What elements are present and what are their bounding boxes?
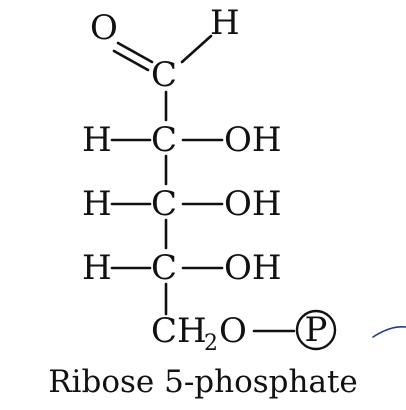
aldehyde-hydrogen-atom: H [210, 3, 240, 43]
carbonyl-double-bond-2 [112, 49, 150, 72]
phosphate-symbol: P [305, 310, 328, 350]
caption: Ribose 5-phosphate [48, 364, 358, 400]
phosphate-circle [295, 309, 337, 351]
carbonyl-double-bond-1 [116, 41, 154, 64]
row2-hydrogen-atom: H [82, 184, 112, 224]
row1-carbon-atom: C [151, 120, 177, 160]
ch2-subscript: 2 [204, 331, 218, 356]
ester-oxygen-atom: O [219, 311, 247, 351]
row3-carbon-atom: C [151, 248, 177, 288]
row3-hydroxyl-group: OH [224, 248, 282, 288]
aldehyde-carbon-atom: C [151, 55, 177, 95]
aldehyde-ch-bond [180, 34, 213, 64]
ch2-group: CH [151, 311, 207, 351]
aldehyde-oxygen-atom: O [90, 8, 118, 48]
row2-hydroxyl-group: OH [224, 184, 282, 224]
row2-carbon-atom: C [151, 184, 177, 224]
row1-hydroxyl-group: OH [224, 120, 282, 160]
annotation-stroke [372, 326, 406, 338]
row1-hydrogen-atom: H [82, 120, 112, 160]
row3-hydrogen-atom: H [82, 248, 112, 288]
